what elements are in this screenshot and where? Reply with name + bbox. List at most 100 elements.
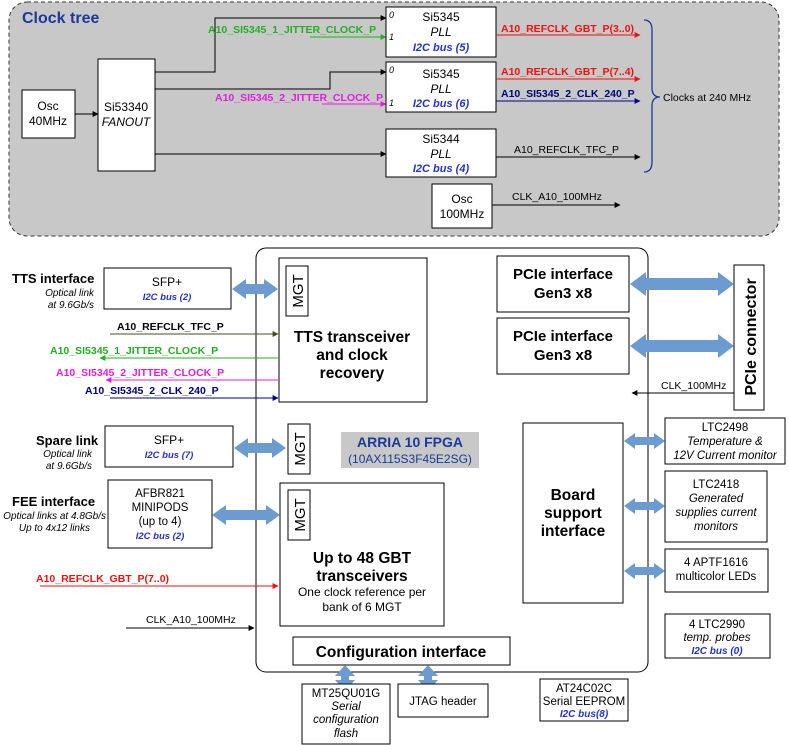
board-support-interface (522, 422, 624, 604)
tts-line1: TTS transceiver (294, 329, 410, 346)
pcie-interface-2 (496, 317, 630, 375)
pcie1-line1: PCIe interface (513, 266, 613, 283)
left-clk100-label: CLK_A10_100MHz (146, 614, 236, 626)
tts-mgt-label: MGT (290, 274, 307, 307)
left-gbt-label: A10_REFCLK_GBT_P(7..0) (36, 573, 169, 585)
fee-interface-title: FEE interface (12, 494, 95, 509)
pll1-in1: 1 (389, 32, 394, 42)
fanout-line2: FANOUT (102, 115, 152, 129)
pcie1-line2: Gen3 x8 (534, 285, 592, 302)
serial-flash-block (301, 683, 391, 745)
pll1-bus: I2C bus (5) (413, 42, 470, 54)
leds-line2: multicolor LEDs (676, 571, 757, 583)
jitter2-label: A10_SI5345_2_JITTER_CLOCK_P (215, 92, 383, 104)
pcie-connector-block (733, 264, 765, 411)
osc-40mhz-line2: 40MHz (29, 114, 67, 128)
gbt-line4: bank of 6 MGT (322, 600, 402, 614)
osc-100mhz-line2: 100MHz (440, 207, 485, 221)
tts-mgt-tag (285, 265, 309, 317)
fpga-title-bg (341, 432, 479, 468)
left-clk240-label: A10_SI5345_2_CLK_240_P (85, 385, 219, 397)
left-jitter1-label: A10_SI5345_1_JITTER_CLOCK_P (50, 345, 218, 357)
spare-link-sub2: at 9.6Gb/s (46, 461, 92, 472)
ltc2418-line1: LTC2418 (693, 479, 739, 491)
pll2-in1: 1 (389, 98, 394, 108)
leds-line1: 4 APTF1616 (684, 557, 748, 569)
pll2-block (385, 61, 497, 113)
clocks-note: Clocks at 240 MHz (663, 92, 751, 104)
clk240-label: A10_SI5345_2_CLK_240_P (501, 88, 635, 100)
flash-line2: Serial (331, 701, 361, 713)
pll3-type: PLL (430, 147, 451, 161)
ltc2418-line2: Generated (689, 493, 744, 505)
spare-link-sub1: Optical link (43, 449, 93, 460)
tts-line3: recovery (320, 365, 385, 382)
left-jitter2-label: A10_SI5345_2_JITTER_CLOCK_P (56, 367, 224, 379)
afbr-line2: MINIPODS (132, 502, 189, 514)
osc-40mhz-line1: Osc (37, 99, 58, 113)
eeprom-bus: I2C bus(8) (560, 709, 609, 720)
right-clk100-label: CLK_100MHz (661, 380, 726, 392)
afbr-link-arrow (212, 505, 280, 525)
gbt-line2: transceivers (316, 568, 407, 585)
eeprom-line2: Serial EEPROM (543, 696, 625, 708)
afbr-line1: AFBR821 (135, 488, 185, 500)
leds-block (664, 548, 769, 593)
flash-line4: flash (334, 728, 358, 740)
fee-interface-sub1: Optical links at 4.8Gb/s (3, 511, 106, 522)
sfp-tts-bus: I2C bus (2) (143, 292, 192, 303)
gbt-7-4-label: A10_REFCLK_GBT_P(7..4) (501, 66, 634, 78)
fpga-title: ARRIA 10 FPGA (357, 434, 463, 450)
ltc2418-block (664, 470, 768, 543)
gbt-line3: One clock reference per (298, 585, 426, 599)
osc-40mhz-block (21, 89, 76, 139)
afbr-line3: (up to 4) (139, 516, 182, 528)
pcie2-line1: PCIe interface (513, 328, 613, 345)
clocks-brace (643, 19, 661, 173)
tts-interface-sub2: at 9.6Gb/s (48, 300, 94, 311)
pll2-type: PLL (430, 82, 451, 96)
left-tfc-label: A10_REFCLK_TFC_P (117, 321, 224, 333)
tts-interface-title: TTS interface (12, 271, 94, 286)
eeprom-block (539, 678, 629, 722)
afbr821-block (107, 479, 213, 549)
gbt-mgt-tag (287, 489, 311, 541)
jtag-label: JTAG header (409, 696, 477, 708)
fanout-block (97, 58, 156, 172)
gbt-mgt-label: MGT (292, 498, 309, 531)
leds-link-arrow (624, 563, 665, 579)
pll2-bus: I2C bus (6) (413, 98, 470, 110)
ltc2990-line1: 4 LTC2990 (689, 619, 745, 631)
ltc2498-block (664, 417, 786, 465)
pcie1-link-arrow (630, 272, 734, 296)
bsi-line3: interface (541, 523, 606, 540)
clock-tree-title: Clock tree (22, 10, 99, 27)
bsi-line1: Board (551, 487, 596, 504)
pll1-in0: 0 (389, 10, 394, 20)
pll2-name: Si5345 (422, 67, 460, 81)
fanout-to-pll2-wire (155, 69, 387, 90)
pll3-name: Si5344 (422, 132, 460, 146)
tts-interface-sub1: Optical link (45, 288, 95, 299)
ltc2418-line3: supplies current (675, 507, 757, 519)
configuration-interface (292, 636, 511, 666)
sfp-tts-link-arrow (232, 279, 278, 299)
osc-100mhz-line1: Osc (451, 192, 472, 206)
pll1-name: Si5345 (422, 10, 460, 24)
pll1-type: PLL (430, 25, 451, 39)
ltc2990-block (664, 613, 771, 659)
pll3-block (385, 128, 497, 178)
fee-interface-sub2: Up to 4x12 links (19, 523, 90, 534)
spare-link-title: Spare link (36, 433, 99, 448)
fpga-part: (10AX115S3F45E2SG) (348, 452, 472, 466)
clock-tree-panel (8, 1, 780, 237)
fanout-line1: Si53340 (104, 100, 148, 114)
sfp-tts-block (103, 267, 232, 310)
config-label: Configuration interface (316, 644, 487, 661)
flash-line3: configuration (313, 714, 379, 726)
ltc2498-line2: Temperature & (687, 436, 763, 448)
osc-100mhz-block (431, 183, 493, 229)
bsi-line2: support (544, 505, 602, 522)
ltc2418-link-arrow (624, 498, 665, 514)
